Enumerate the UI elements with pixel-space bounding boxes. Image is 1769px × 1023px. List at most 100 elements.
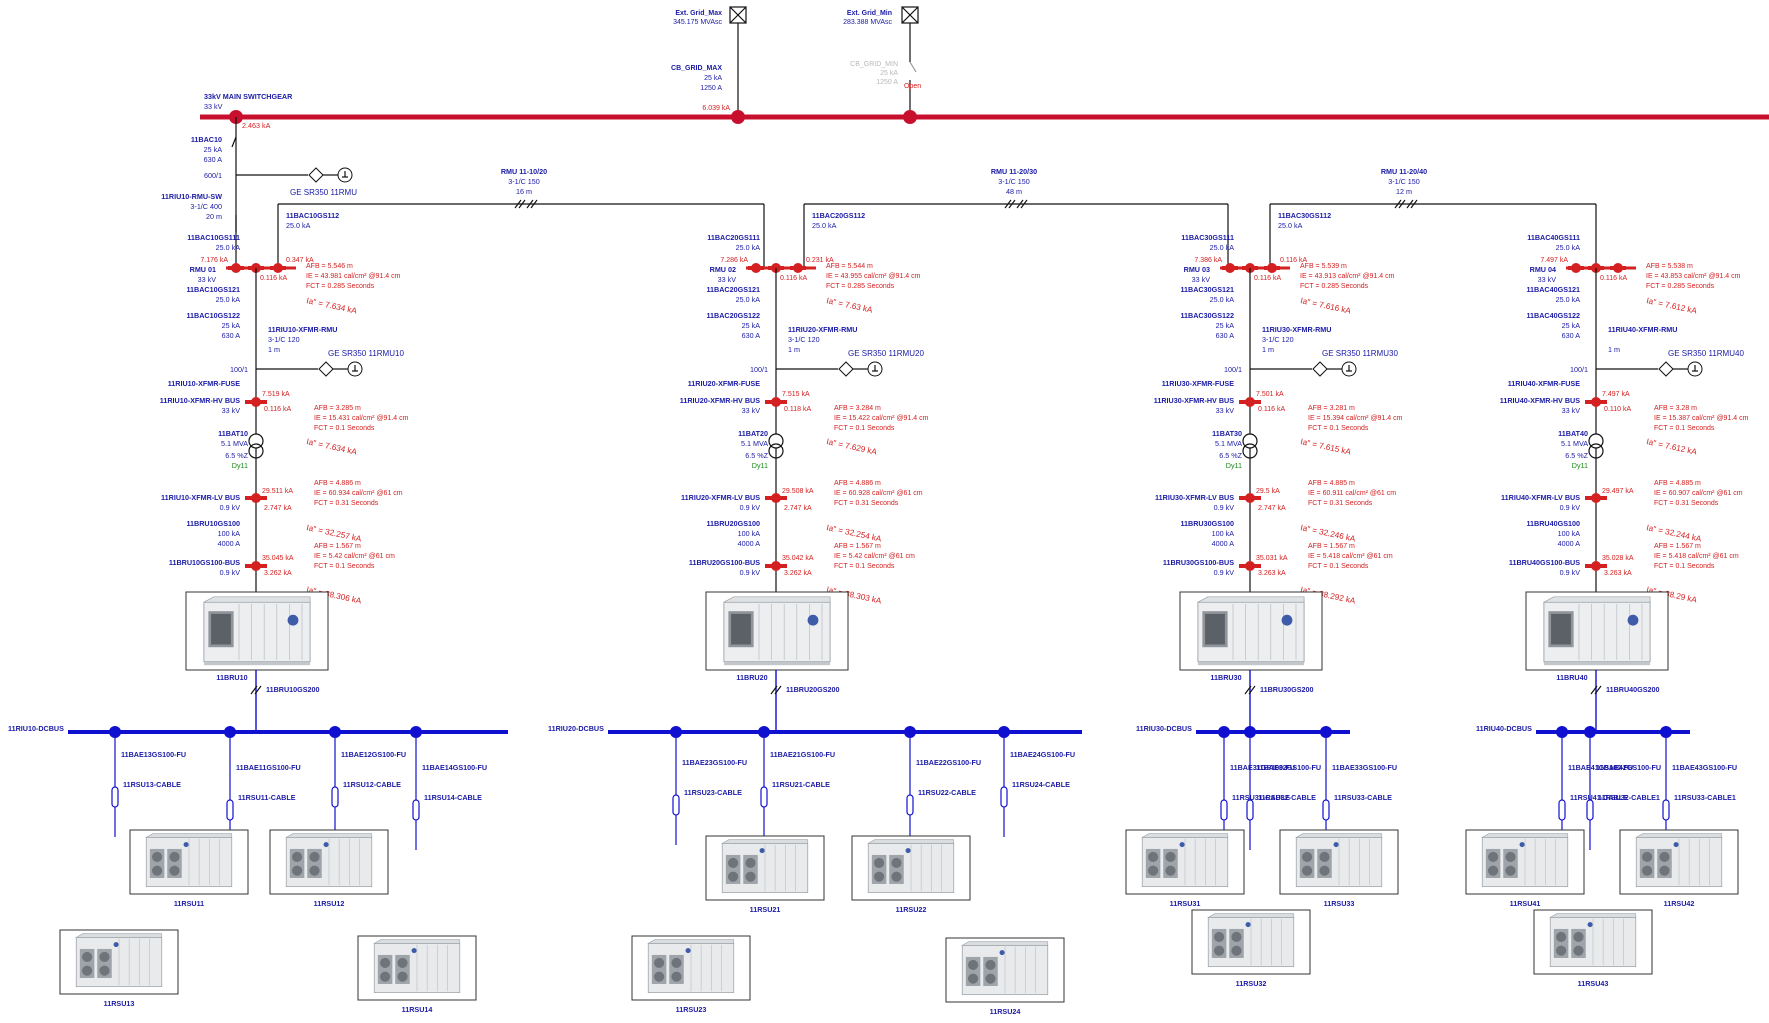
sec3-rsu-name-2: 11RSU33 xyxy=(1324,899,1355,908)
sec4-af4-afb: AFB = 1.567 m xyxy=(1654,543,1701,550)
sec4-gs122-A: 630 A xyxy=(1562,331,1581,340)
sec3-gs-i2: 3.263 kA xyxy=(1258,570,1286,577)
sec4-dc-fuse-3-icon xyxy=(1662,799,1670,821)
sec2-fuse-name: 11RIU20-XFMR-FUSE xyxy=(688,379,760,388)
sec2-dc-bus-node-1 xyxy=(670,726,682,738)
sec1-af2-ie: IE = 15.431 cal/cm² @91.4 cm xyxy=(314,415,409,422)
sec4-transformer-secondary-icon xyxy=(1588,443,1604,459)
sec2-af2-afb: AFB = 3.284 m xyxy=(834,405,881,412)
sec4-gs111-name: 11BAC40GS111 xyxy=(1527,233,1580,242)
cb-grid-max-name: CB_GRID_MAX xyxy=(671,65,722,72)
sec3-af1-fct: FCT = 0.285 Seconds xyxy=(1300,283,1369,290)
sec3-lv-bus-name: 11RIU30-XFMR-LV BUS xyxy=(1155,493,1234,502)
sec1-rsu-name-2: 11RSU12 xyxy=(314,899,345,908)
rmu-link-3-cable-icon-b xyxy=(1398,199,1406,209)
sec4-rsu-image-2 xyxy=(1635,833,1723,888)
grid-max-source-cross-b xyxy=(729,6,747,24)
sec3-brk-name: 11BRU30GS100 xyxy=(1180,519,1234,528)
rmu-link-1-cable-icon-a xyxy=(514,199,522,209)
sec1-rmu-voltage: 33 kV xyxy=(198,275,217,284)
sec3-hv-bus-node xyxy=(1245,397,1255,407)
sec3-lv-i2: 2.747 kA xyxy=(1258,505,1286,512)
sec1-cable-label-3: 11RSU12-CABLE xyxy=(343,780,401,789)
sec2-af2-ie: IE = 15.422 cal/cm² @91.4 cm xyxy=(834,415,929,422)
sec1-ia2: Ia" = 7.634 kA xyxy=(306,437,359,457)
sec3-gs122-A: 630 A xyxy=(1216,331,1235,340)
cb-grid-min-A: 1250 A xyxy=(876,79,898,86)
sec1-rsu-image-2 xyxy=(285,833,373,888)
sec3-dc-fuse-1-icon xyxy=(1220,799,1228,821)
sec4-rmu-node-c xyxy=(1613,263,1623,273)
sec1-dc-fuse-1-icon xyxy=(111,786,119,808)
sec4-xfmr-cable-name: 11RIU40-XFMR-RMU xyxy=(1608,325,1678,334)
sec1-af4-afb: AFB = 1.567 m xyxy=(314,543,361,550)
sec3-dc-fuse-3-icon xyxy=(1322,799,1330,821)
sec1-dc-bus-node-2 xyxy=(224,726,236,738)
sec3-gs121-rating: 25.0 kA xyxy=(1210,295,1235,304)
sec2-hv-bus-voltage: 33 kV xyxy=(742,406,761,415)
feeder-breaker-mark-a xyxy=(231,136,237,148)
sec2-gs122-name: 11BAC20GS122 xyxy=(706,311,760,320)
sec1-bru-name: 11BRU10 xyxy=(216,673,247,682)
feeder-breaker-kA: 25 kA xyxy=(204,145,223,154)
sec3-af4-afb: AFB = 1.567 m xyxy=(1308,543,1355,550)
sec2-rsu-image-4 xyxy=(961,941,1049,996)
sec1-rsu-name-3: 11RSU13 xyxy=(104,999,135,1008)
sec1-dc-fuse-4-icon xyxy=(412,799,420,821)
grid-max-bus-node xyxy=(731,110,745,124)
sec3-cable-label-3: 11RSU33-CABLE xyxy=(1334,793,1392,802)
sec2-dc-fuse-2-icon xyxy=(760,786,768,808)
cb-grid-min-kA: 25 kA xyxy=(880,70,898,77)
sec4-af1-fct: FCT = 0.285 Seconds xyxy=(1646,283,1715,290)
sec2-dc-bus-node-4 xyxy=(998,726,1010,738)
sec2-fuse-label-3: 11BAE22GS100-FU xyxy=(916,758,981,767)
sec3-hv-i2: 0.116 kA xyxy=(1258,406,1285,413)
sec1-af1-afb: AFB = 5.546 m xyxy=(306,263,353,270)
sec3-rmu-i3: 0.116 kA xyxy=(1254,275,1281,282)
sec2-gs121-rating: 25.0 kA xyxy=(736,295,761,304)
sec1-gs-bus-name: 11BRU10GS100-BUS xyxy=(169,558,240,567)
sec3-rmu-voltage: 33 kV xyxy=(1192,275,1211,284)
rmu-link-1-name: RMU 11-10/20 xyxy=(501,167,547,176)
rmu-link-2-cable-icon2-a xyxy=(1016,199,1024,209)
sec2-gs-bus-node xyxy=(771,561,781,571)
sec3-lv-bus-node xyxy=(1245,493,1255,503)
sec1-gs-i2: 3.262 kA xyxy=(264,570,292,577)
rmu-link-3-cable-icon2-b xyxy=(1410,199,1418,209)
sec2-af1-ie: IE = 43.955 cal/cm² @91.4 cm xyxy=(826,273,921,280)
sec3-rmu-i2: 0.116 kA xyxy=(1280,257,1307,264)
sec4-cable-label-1: 11RSU41-CABLE xyxy=(1570,793,1628,802)
sec3-tx-z: 6.5 %Z xyxy=(1219,451,1242,460)
sec2-rsu-image-1 xyxy=(721,839,809,894)
sec2-tx-z: 6.5 %Z xyxy=(745,451,768,460)
grid-min-open-blade xyxy=(909,61,917,73)
sec4-af3-afb: AFB = 4.885 m xyxy=(1654,480,1701,487)
sec2-tx-mva: 5.1 MVA xyxy=(741,439,768,448)
sec2-af3-afb: AFB = 4.886 m xyxy=(834,480,881,487)
sec4-rmu-voltage: 33 kV xyxy=(1538,275,1557,284)
sec1-dc-cable-icon-a xyxy=(250,685,258,695)
sec3-dc-cable-icon-b xyxy=(1248,685,1256,695)
sec2-brk-A: 4000 A xyxy=(738,539,761,548)
sec2-fuse-label-4: 11BAE24GS100-FU xyxy=(1010,750,1075,759)
rmu-link-3-len: 12 m xyxy=(1396,187,1412,196)
sec2-gs-bus-name: 11BRU20GS100-BUS xyxy=(689,558,760,567)
rmu-link-3-cable-icon-a xyxy=(1394,199,1402,209)
sec3-xfmr-cable-spec: 3-1/C 120 xyxy=(1262,335,1294,344)
sec2-gs122-A: 630 A xyxy=(742,331,761,340)
sec4-af4-ie: IE = 5.418 cal/cm² @61 cm xyxy=(1654,553,1739,560)
sec2-relay-diamond-icon xyxy=(838,361,854,377)
sec3-fuse-label-1: 11BAE31GS100-FU xyxy=(1230,763,1295,772)
sec1-rsu-name-1: 11RSU11 xyxy=(174,899,204,908)
sec2-xfmr-cable-len: 1 m xyxy=(788,345,800,354)
sec3-gs-bus-voltage: 0.9 kV xyxy=(1214,568,1235,577)
sec2-brk-name: 11BRU20GS100 xyxy=(706,519,760,528)
sec3-gs112-name: 11BAC30GS112 xyxy=(1278,211,1331,220)
cb-grid-max-A: 1250 A xyxy=(700,85,722,92)
sec1-hv-i2: 0.116 kA xyxy=(264,406,291,413)
sec1-gs111-rating: 25.0 kA xyxy=(216,243,241,252)
sec2-ia3: Ia" = 32.254 kA xyxy=(826,523,883,544)
sec1-dc-cable-icon-b xyxy=(254,685,262,695)
sec2-dc-fuse-3-icon xyxy=(906,794,914,816)
sec1-hv-bus-node xyxy=(251,397,261,407)
